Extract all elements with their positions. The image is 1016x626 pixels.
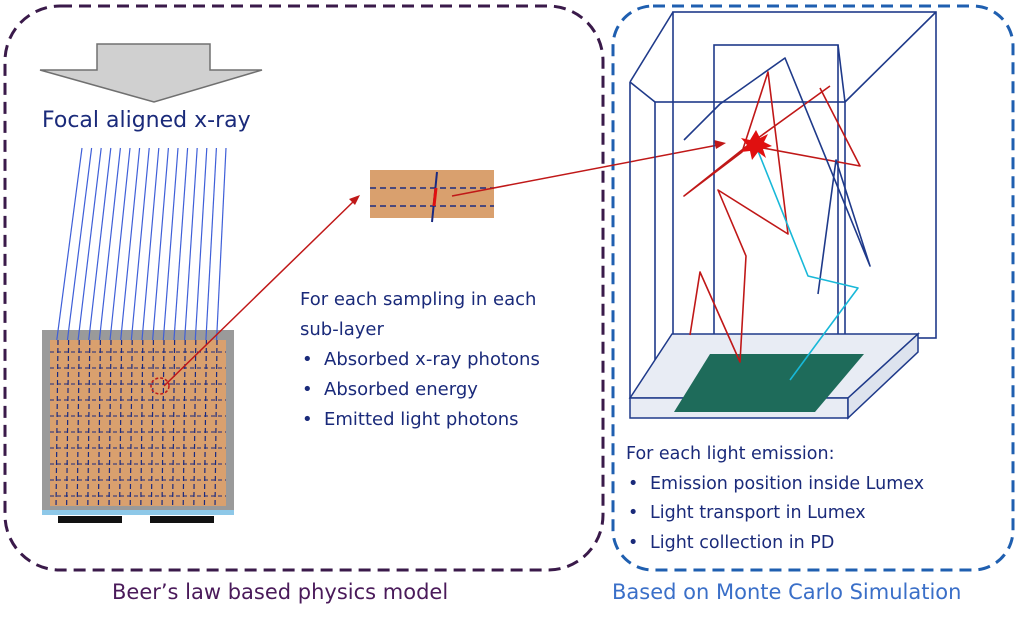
sampling-column-line xyxy=(55,339,59,509)
x-ray-label: Focal aligned x-ray xyxy=(42,108,251,133)
sample-highlight xyxy=(150,377,170,395)
sampling-column-line xyxy=(87,339,91,509)
sampling-block: For each sampling in each sub-layer Abso… xyxy=(300,285,540,435)
emission-block: For each light emission: Emission positi… xyxy=(626,440,924,558)
x-ray-line xyxy=(66,147,93,341)
left-panel-border xyxy=(3,4,605,572)
sampling-column-line xyxy=(129,339,133,509)
photodiode-right xyxy=(150,516,214,523)
emission-item: Light collection in PD xyxy=(626,529,924,559)
base-plate xyxy=(628,332,920,420)
sampling-heading-line2: sub-layer xyxy=(300,319,384,340)
x-ray-line xyxy=(56,147,83,341)
sampling-item: Absorbed x-ray photons xyxy=(300,345,540,375)
x-ray-line xyxy=(88,147,112,341)
emission-item: Light transport in Lumex xyxy=(626,499,924,529)
detector-block xyxy=(42,330,234,523)
sampling-column-line xyxy=(203,339,207,509)
sampling-column-line xyxy=(66,339,70,509)
x-ray-line xyxy=(77,147,102,341)
emission-heading: For each light emission: xyxy=(626,444,835,464)
x-ray-line xyxy=(184,147,198,341)
right-panel-caption: Based on Monte Carlo Simulation xyxy=(612,580,962,604)
base-plate-side xyxy=(847,332,919,420)
sampling-column-line xyxy=(172,339,176,509)
sampling-column-line xyxy=(76,339,80,509)
zoomed-sample xyxy=(370,170,494,223)
detector-base xyxy=(42,510,234,515)
x-ray-line xyxy=(109,147,131,341)
sampling-list: Absorbed x-ray photons Absorbed energy E… xyxy=(300,345,540,435)
sampling-item: Absorbed energy xyxy=(300,375,540,405)
box-edge-3 xyxy=(629,81,656,103)
red-photon-track xyxy=(683,71,831,363)
x-ray-line xyxy=(194,147,208,341)
x-ray-line xyxy=(215,147,227,341)
right-panel-border xyxy=(611,4,1015,572)
red-photon-track-2 xyxy=(751,87,861,167)
emission-item: Emission position inside Lumex xyxy=(626,470,924,500)
sampling-heading-line1: For each sampling in each xyxy=(300,289,537,310)
light-tracks xyxy=(683,57,871,381)
x-ray-line xyxy=(173,147,189,341)
sampling-column-line xyxy=(140,339,144,509)
emission-list: Emission position inside Lumex Light tra… xyxy=(626,470,924,559)
x-ray-line xyxy=(120,147,141,341)
left-panel-caption: Beer’s law based physics model xyxy=(112,580,449,604)
x-ray-line xyxy=(98,147,121,341)
x-ray-line xyxy=(162,147,179,341)
emission-burst xyxy=(741,130,772,160)
x-ray-line xyxy=(130,147,150,341)
cyan-photon-track xyxy=(755,145,859,381)
sampling-column-line xyxy=(108,339,112,509)
sampling-column-line xyxy=(161,339,165,509)
x-ray-line xyxy=(141,147,160,341)
x-ray-direction-arrow xyxy=(39,43,263,103)
sampling-column-line xyxy=(214,339,218,509)
photodiode-left xyxy=(58,516,122,523)
zoomed-absorption xyxy=(432,187,438,207)
x-ray-line xyxy=(205,147,217,341)
navy-photon-track xyxy=(683,57,871,295)
zoomed-scintillator xyxy=(370,170,494,218)
sampling-column-line xyxy=(182,339,186,509)
sampling-column-line xyxy=(119,339,123,509)
zoom-arrow-2-head xyxy=(714,140,726,149)
photodiode xyxy=(674,354,864,412)
box-edge-4 xyxy=(844,11,937,103)
x-ray-beams xyxy=(56,147,227,341)
sampling-columns xyxy=(55,339,218,509)
sampling-column-line xyxy=(193,339,197,509)
zoom-arrow-1 xyxy=(163,199,356,387)
sampling-column-line xyxy=(97,339,101,509)
scintillator xyxy=(50,340,226,506)
box-edge-1 xyxy=(629,11,674,83)
zoom-arrow-1-head xyxy=(349,195,360,205)
box-edge-5 xyxy=(837,44,846,103)
sampling-column-line xyxy=(150,339,154,509)
x-ray-line xyxy=(152,147,169,341)
sampling-item: Emitted light photons xyxy=(300,405,540,435)
